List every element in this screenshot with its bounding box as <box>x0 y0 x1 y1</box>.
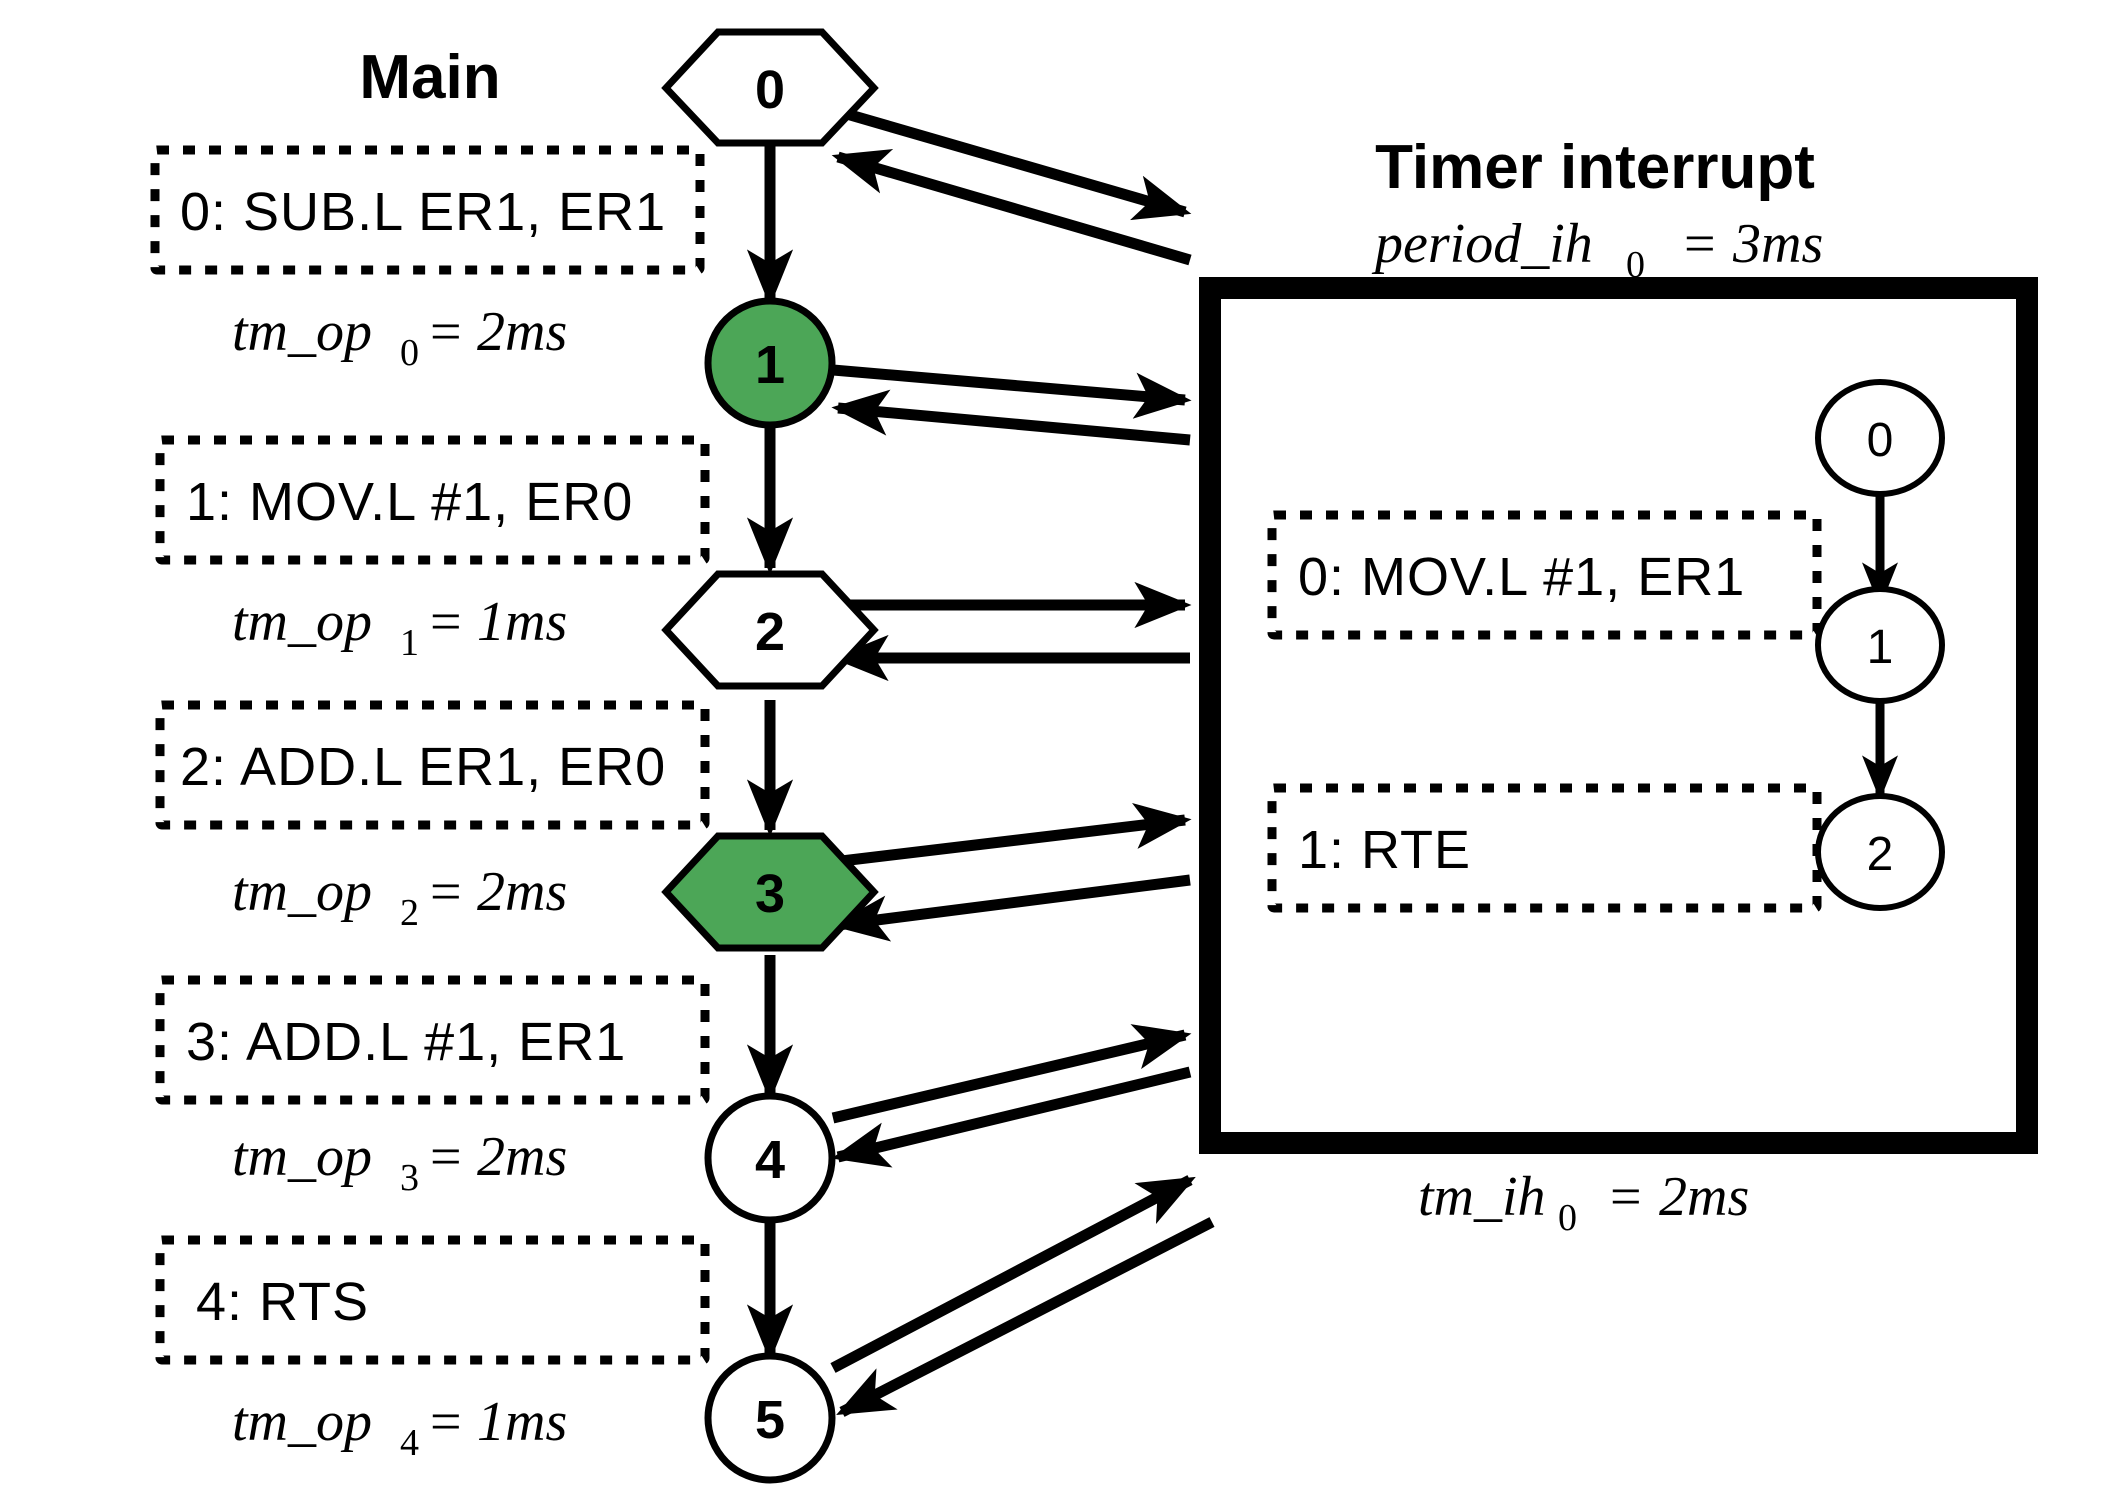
interrupt-node-label: 2 <box>1867 828 1894 881</box>
timing-equals: = <box>430 1126 462 1188</box>
interrupt-return-arrow-1 <box>831 389 1191 446</box>
exec-time-name: tm_ih <box>1418 1166 1546 1228</box>
period-subscript: 0 <box>1626 244 1645 286</box>
timing-name: tm_op <box>232 301 372 363</box>
main-timing-4: tm_op 4 = 1ms <box>232 1391 567 1464</box>
main-node-3[interactable]: 3 <box>661 832 879 952</box>
interrupt-exec-time-label: tm_ih 0 = 2ms <box>1418 1166 1749 1239</box>
interrupt-enter-arrow-3 <box>832 803 1192 868</box>
timing-subscript: 3 <box>400 1157 419 1199</box>
main-instruction-text: 3: ADD.L #1, ER1 <box>186 1012 626 1072</box>
main-instruction-box-2: 2: ADD.L ER1, ER0 <box>155 700 710 830</box>
main-instruction-text: 4: RTS <box>196 1272 369 1332</box>
main-node-label: 0 <box>755 60 785 120</box>
timing-equals: = <box>430 861 462 923</box>
exec-time-subscript: 0 <box>1558 1197 1577 1239</box>
interrupt-return-arrow-0 <box>831 149 1192 266</box>
timing-value: 2ms <box>477 861 567 923</box>
timing-name: tm_op <box>232 591 372 653</box>
interrupt-period-label: period_ih 0 = 3ms <box>1371 213 1823 286</box>
main-instruction-box-3: 3: ADD.L #1, ER1 <box>155 975 710 1105</box>
main-node-label: 5 <box>755 1390 785 1450</box>
main-instruction-box-0: 0: SUB.L ER1, ER1 <box>150 145 705 275</box>
interrupt-node-list: 0 1 2 <box>1815 379 1945 911</box>
timing-value: 2ms <box>477 301 567 363</box>
interrupt-node-0[interactable]: 0 <box>1815 379 1945 497</box>
main-instruction-text: 0: SUB.L ER1, ER1 <box>180 182 666 242</box>
main-timing-1: tm_op 1 = 1ms <box>232 591 567 664</box>
main-node-2[interactable]: 2 <box>661 570 879 690</box>
main-timing-0: tm_op 0 = 2ms <box>232 301 567 374</box>
context-switch-arrows <box>830 104 1215 1417</box>
timing-value: 2ms <box>477 1126 567 1188</box>
main-instruction-list: 0: SUB.L ER1, ER1 1: MOV.L #1, ER0 2: AD… <box>150 145 710 1365</box>
exec-time-equals: = <box>1610 1166 1642 1228</box>
interrupt-node-label: 0 <box>1867 414 1894 467</box>
timing-subscript: 2 <box>400 892 419 934</box>
main-node-4[interactable]: 4 <box>704 1092 836 1224</box>
main-node-label: 3 <box>755 864 785 924</box>
main-instruction-text: 2: ADD.L ER1, ER0 <box>180 737 666 797</box>
main-node-0[interactable]: 0 <box>661 28 879 147</box>
interrupt-node-1[interactable]: 1 <box>1815 586 1945 704</box>
exec-time-value: 2ms <box>1659 1166 1749 1228</box>
interrupt-enter-arrow-5 <box>830 1175 1196 1373</box>
interrupt-instruction-text: 1: RTE <box>1298 820 1471 880</box>
timing-subscript: 0 <box>400 332 419 374</box>
main-node-list: 0 1 2 3 4 5 <box>661 28 879 1484</box>
main-instruction-box-1: 1: MOV.L #1, ER0 <box>155 435 710 565</box>
timing-equals: = <box>430 591 462 653</box>
interrupt-return-arrow-3 <box>831 874 1191 942</box>
timing-subscript: 1 <box>400 622 419 664</box>
timing-equals: = <box>430 1391 462 1453</box>
main-column-title: Main <box>359 43 500 112</box>
main-node-label: 4 <box>755 1130 785 1190</box>
main-timing-2: tm_op 2 = 2ms <box>232 861 567 934</box>
interrupt-instruction-box-1: 1: RTE <box>1267 783 1822 913</box>
interrupt-enter-arrow-1 <box>832 364 1192 419</box>
main-instruction-text: 1: MOV.L #1, ER0 <box>186 472 633 532</box>
main-node-label: 1 <box>755 335 785 395</box>
interrupt-instruction-text: 0: MOV.L #1, ER1 <box>1298 547 1745 607</box>
timing-value: 1ms <box>477 591 567 653</box>
interrupt-instruction-list: 0: MOV.L #1, ER1 1: RTE <box>1267 510 1822 913</box>
interrupt-node-2[interactable]: 2 <box>1815 793 1945 911</box>
main-node-label: 2 <box>755 602 785 662</box>
timing-subscript: 4 <box>400 1422 419 1464</box>
main-instruction-box-4: 4: RTS <box>155 1235 710 1365</box>
interrupt-node-label: 1 <box>1867 621 1894 674</box>
main-node-5[interactable]: 5 <box>704 1352 836 1484</box>
timing-name: tm_op <box>232 1391 372 1453</box>
timing-name: tm_op <box>232 1126 372 1188</box>
period-equals: = <box>1684 213 1716 275</box>
main-timing-3: tm_op 3 = 2ms <box>232 1126 567 1199</box>
main-timing-list: tm_op 0 = 2ms tm_op 1 = 1ms tm_op 2 = 2m… <box>232 301 567 1464</box>
timing-value: 1ms <box>477 1391 567 1453</box>
interrupt-return-arrow-5 <box>836 1217 1215 1417</box>
main-node-1[interactable]: 1 <box>704 297 836 429</box>
interrupt-enter-arrow-4 <box>831 1024 1192 1124</box>
period-name: period_ih <box>1371 213 1593 275</box>
interrupt-instruction-box-0: 0: MOV.L #1, ER1 <box>1267 510 1822 640</box>
timing-name: tm_op <box>232 861 372 923</box>
interrupt-enter-arrow-0 <box>831 104 1192 221</box>
timing-equals: = <box>430 301 462 363</box>
interrupt-return-arrow-4 <box>831 1066 1192 1168</box>
interrupt-column-title: Timer interrupt <box>1375 133 1815 202</box>
period-value: 3ms <box>1732 213 1823 275</box>
